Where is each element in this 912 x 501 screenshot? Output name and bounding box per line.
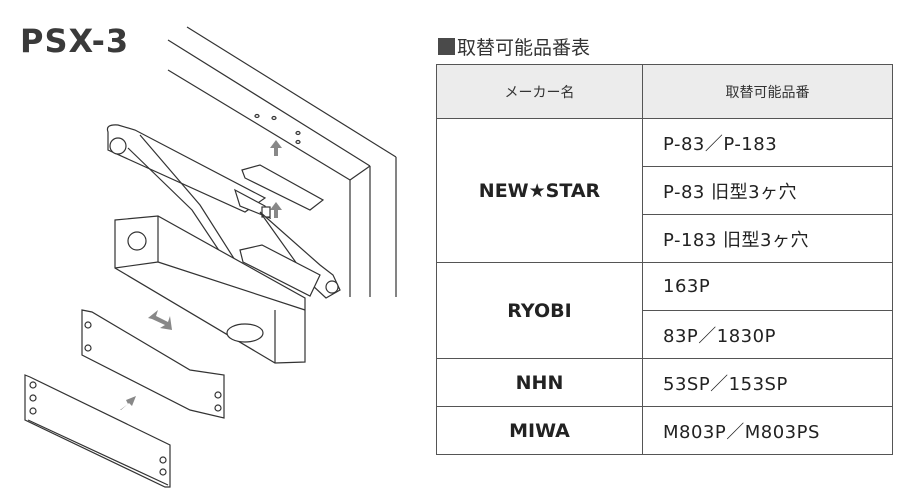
closer-body: [114, 215, 306, 364]
maker-cell: NHN: [436, 358, 643, 407]
mounting-plate-upper: [239, 164, 325, 297]
arrows: [120, 140, 282, 410]
part-cell: P-183 旧型3ヶ穴: [642, 214, 893, 263]
table-row: P-83 旧型3ヶ穴: [437, 166, 893, 215]
part-cell: P-83 旧型3ヶ穴: [642, 166, 893, 215]
table-header-row: メーカー名 取替可能品番: [436, 64, 893, 119]
table-row: 83P／1830P: [437, 310, 893, 359]
table-row: MIWA M803P／M803PS: [436, 406, 893, 455]
maker-cell: MIWA: [436, 406, 643, 455]
table-title: 取替可能品番表: [438, 33, 590, 60]
maker-cell: NEW★STAR: [436, 118, 643, 263]
header-maker: メーカー名: [436, 64, 643, 119]
part-cell: 163P: [642, 262, 893, 311]
part-cell: 53SP／153SP: [642, 358, 893, 407]
table-row: NHN 53SP／153SP: [436, 358, 893, 407]
square-bullet-icon: [438, 38, 455, 55]
part-cell: 83P／1830P: [642, 310, 893, 359]
model-name: PSX-3: [20, 22, 130, 60]
table-row: RYOBI 163P: [436, 262, 893, 359]
cover-plate: [24, 374, 171, 488]
table-title-text: 取替可能品番表: [457, 37, 591, 59]
door-frame: [167, 26, 397, 297]
table-row: NEW★STAR P-83／P-183: [436, 118, 893, 263]
header-parts: 取替可能品番: [642, 64, 893, 119]
bracket: [81, 309, 225, 419]
part-cell: P-83／P-183: [642, 118, 893, 167]
arm: [106, 124, 341, 299]
door-closer-exploded-illustration: [24, 26, 397, 488]
part-cell: M803P／M803PS: [642, 406, 893, 455]
replacement-table: メーカー名 取替可能品番 NEW★STAR P-83／P-183 P-83 旧型…: [436, 64, 893, 455]
maker-cell: RYOBI: [436, 262, 643, 359]
